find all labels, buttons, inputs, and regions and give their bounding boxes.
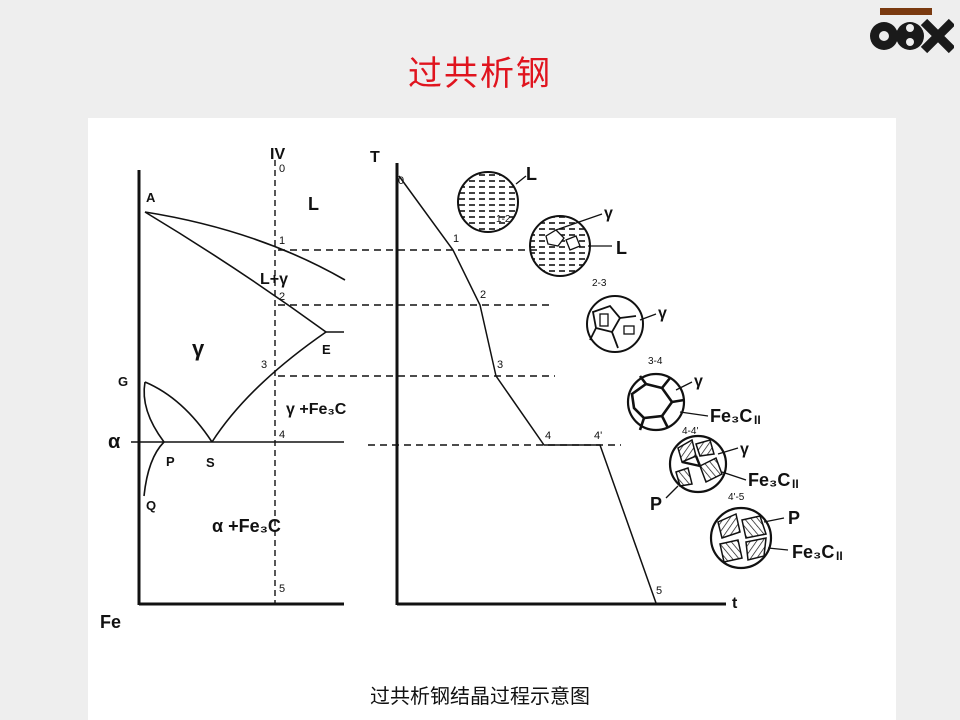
alpha-axis-label: α <box>108 431 121 453</box>
logo <box>866 6 954 56</box>
micro4-label-sub: II <box>754 413 761 427</box>
region-liquid: L <box>308 194 319 214</box>
point-a-label: A <box>146 190 156 205</box>
svg-text:0: 0 <box>279 163 285 175</box>
svg-text:2: 2 <box>279 291 285 303</box>
microstructure-5 <box>666 436 746 498</box>
svg-text:3: 3 <box>261 359 267 371</box>
point-e-label: E <box>322 342 331 357</box>
region-liquid-gamma: L+γ <box>260 271 288 288</box>
micro1-label-l: L <box>526 164 537 184</box>
point-p-label: P <box>166 454 175 469</box>
micro6-label-sub: II <box>836 549 843 563</box>
svg-text:3: 3 <box>497 359 503 371</box>
stage-label-3-4: 3-4 <box>648 356 663 367</box>
figure-caption: 过共析钢结晶过程示意图 <box>0 680 960 709</box>
solidus-curve <box>145 212 326 332</box>
es-line <box>212 332 326 442</box>
micro5-label-p: P <box>650 494 662 514</box>
micro5-label-gamma: γ <box>740 441 749 458</box>
micro2-label-l: L <box>616 238 627 258</box>
svg-text:5: 5 <box>656 585 662 597</box>
microstructure-3 <box>587 296 656 352</box>
region-alpha-fe3c: α +Fe₃C <box>212 516 281 536</box>
pq-line <box>144 442 164 496</box>
micro2-label-gamma: γ <box>604 205 613 222</box>
figure-panel: IV Fe A G E S P Q α L L+γ γ γ +Fe₃C α +F… <box>88 118 896 720</box>
svg-text:1: 1 <box>453 233 459 245</box>
alloy-label: IV <box>270 146 285 163</box>
y-axis-label: T <box>370 149 380 166</box>
point-g-label: G <box>118 374 128 389</box>
micro5-label-sub: II <box>792 477 799 491</box>
micro6-label-fe3c: Fe₃C <box>792 542 834 562</box>
stage-label-4p-5: 4'-5 <box>728 492 745 503</box>
region-gamma: γ <box>192 336 205 361</box>
microstructure-6 <box>711 508 788 568</box>
stage-label-1-2: 1-2 <box>496 214 511 225</box>
svg-text:1: 1 <box>279 235 285 247</box>
liquidus-curve <box>145 212 345 280</box>
point-s-label: S <box>206 455 215 470</box>
micro4-label-fe3c: Fe₃C <box>710 406 752 426</box>
micro5-label-fe3c: Fe₃C <box>748 470 790 490</box>
svg-text:0: 0 <box>398 175 404 187</box>
micro3-label-gamma: γ <box>658 305 667 322</box>
svg-text:4: 4 <box>545 430 551 442</box>
x-axis-label: t <box>732 595 738 612</box>
slide-title: 过共析钢 <box>0 46 960 95</box>
region-gamma-fe3c: γ +Fe₃C <box>286 401 347 418</box>
microstructure-1 <box>458 172 526 232</box>
svg-text:4': 4' <box>594 430 602 442</box>
fe-label: Fe <box>100 612 121 632</box>
phase-diagram <box>131 160 345 605</box>
micro6-label-p: P <box>788 508 800 528</box>
microstructure-2 <box>530 214 612 276</box>
stage-label-2-3: 2-3 <box>592 278 607 289</box>
micro4-label-gamma: γ <box>694 373 703 390</box>
svg-text:5: 5 <box>279 583 285 595</box>
gs-line <box>145 382 212 442</box>
svg-text:2: 2 <box>480 289 486 301</box>
svg-text:4: 4 <box>279 429 285 441</box>
point-q-label: Q <box>146 498 156 513</box>
